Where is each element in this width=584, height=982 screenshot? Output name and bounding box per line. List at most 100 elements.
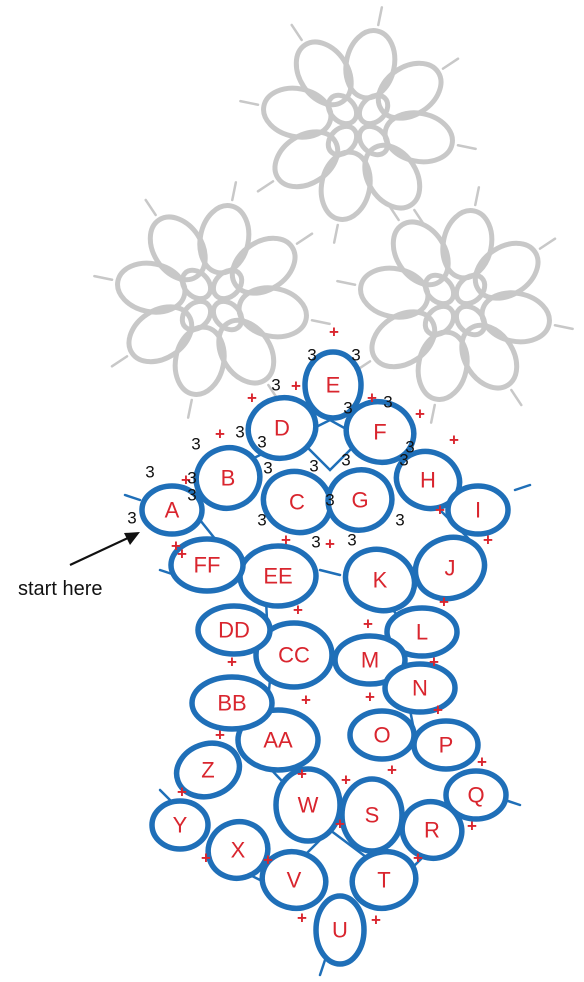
background-motif-left [93,181,331,419]
ring-label-o: O [373,723,390,748]
stitch-count: 3 [383,393,392,412]
join-marker: + [363,615,373,634]
join-marker: + [181,471,191,490]
join-marker: + [177,545,187,564]
ring-label-v: V [287,868,302,893]
stitch-count: 3 [399,451,408,470]
ring-z [173,740,243,800]
join-marker: + [371,911,381,930]
ring-label-y: Y [173,813,188,838]
ring-bb [189,674,275,732]
ring-label-h: H [420,468,436,493]
ring-n [382,661,458,715]
start-here-label: start here [18,578,102,600]
join-marker: + [477,753,487,772]
ring-label-u: U [332,918,348,943]
ring-label-m: M [361,648,379,673]
join-marker: + [171,537,181,556]
stitch-count: 3 [405,438,414,457]
join-marker: + [329,323,339,342]
ring-label-k: K [373,568,388,593]
ring-label-dd: DD [218,618,250,643]
join-marker: + [215,425,225,444]
background-motifs [93,6,574,424]
stitch-count: 3 [395,511,404,530]
ring-label-z: Z [201,758,214,783]
join-marker: + [439,593,449,612]
start-arrow-line [69,536,131,566]
ring-i [445,483,511,537]
ring-label-w: W [298,793,319,818]
ring-q [443,768,509,822]
ring-label-r: R [424,818,440,843]
join-marker: + [335,815,345,834]
stitch-count: 3 [257,433,266,452]
stitch-count: 3 [309,457,318,476]
ring-s [339,776,405,854]
stitch-count: 3 [311,533,320,552]
join-marker: + [325,535,335,554]
ring-label-e: E [326,373,341,398]
join-marker: + [177,783,187,802]
join-marker: + [297,765,307,784]
join-marker: + [365,688,375,707]
join-marker: + [467,817,477,836]
join-marker: + [387,761,397,780]
ring-label-bb: BB [217,691,246,716]
stitch-count: 3 [127,509,136,528]
join-marker: + [201,849,211,868]
join-marker: + [341,771,351,790]
ring-label-g: G [351,488,368,513]
join-marker: + [301,691,311,710]
join-marker: + [449,431,459,450]
join-marker: + [433,701,443,720]
ring-t [349,848,419,912]
stitch-count: 3 [187,486,196,505]
join-marker: + [367,389,377,408]
ring-label-ee: EE [263,564,292,589]
ring-label-j: J [445,556,456,581]
ring-label-p: P [439,733,454,758]
ring-cc [253,620,335,690]
stitch-count: 3 [191,435,200,454]
ring-label-b: B [221,466,236,491]
ring-label-q: Q [467,783,484,808]
join-marker: + [415,405,425,424]
join-marker: + [263,851,273,870]
join-marker: + [293,601,303,620]
ring-f [343,398,417,466]
join-marker: + [413,849,423,868]
rings [139,349,511,967]
ring-p [411,718,481,772]
ring-label-f: F [373,420,386,445]
ring-label-s: S [365,803,380,828]
ring-dd [195,603,273,657]
start-arrow-head-icon [124,532,140,545]
ring-label-l: L [416,620,428,645]
background-motif-right [336,186,574,424]
join-markers: +++++++++++++++++++++++++++++++++++ [171,323,493,930]
stitch-count: 3 [343,399,352,418]
ring-label-x: X [231,838,246,863]
stitch-count: 3 [263,459,272,478]
ring-label-a: A [165,498,180,523]
join-marker: + [297,909,307,928]
join-marker: + [291,377,301,396]
stitch-count: 3 [187,469,196,488]
ring-m [332,633,408,687]
ring-w [273,766,343,844]
join-marker: + [435,501,445,520]
stitch-count: 3 [235,423,244,442]
ring-d [245,394,319,462]
stitch-count: 3 [307,346,316,365]
stitch-count: 3 [341,451,350,470]
ring-g [325,467,395,533]
ring-label-i: I [475,498,481,523]
stitch-count: 3 [351,346,360,365]
ring-y [149,798,211,852]
ring-ff [168,536,246,594]
ring-a [139,483,205,537]
join-marker: + [483,531,493,550]
